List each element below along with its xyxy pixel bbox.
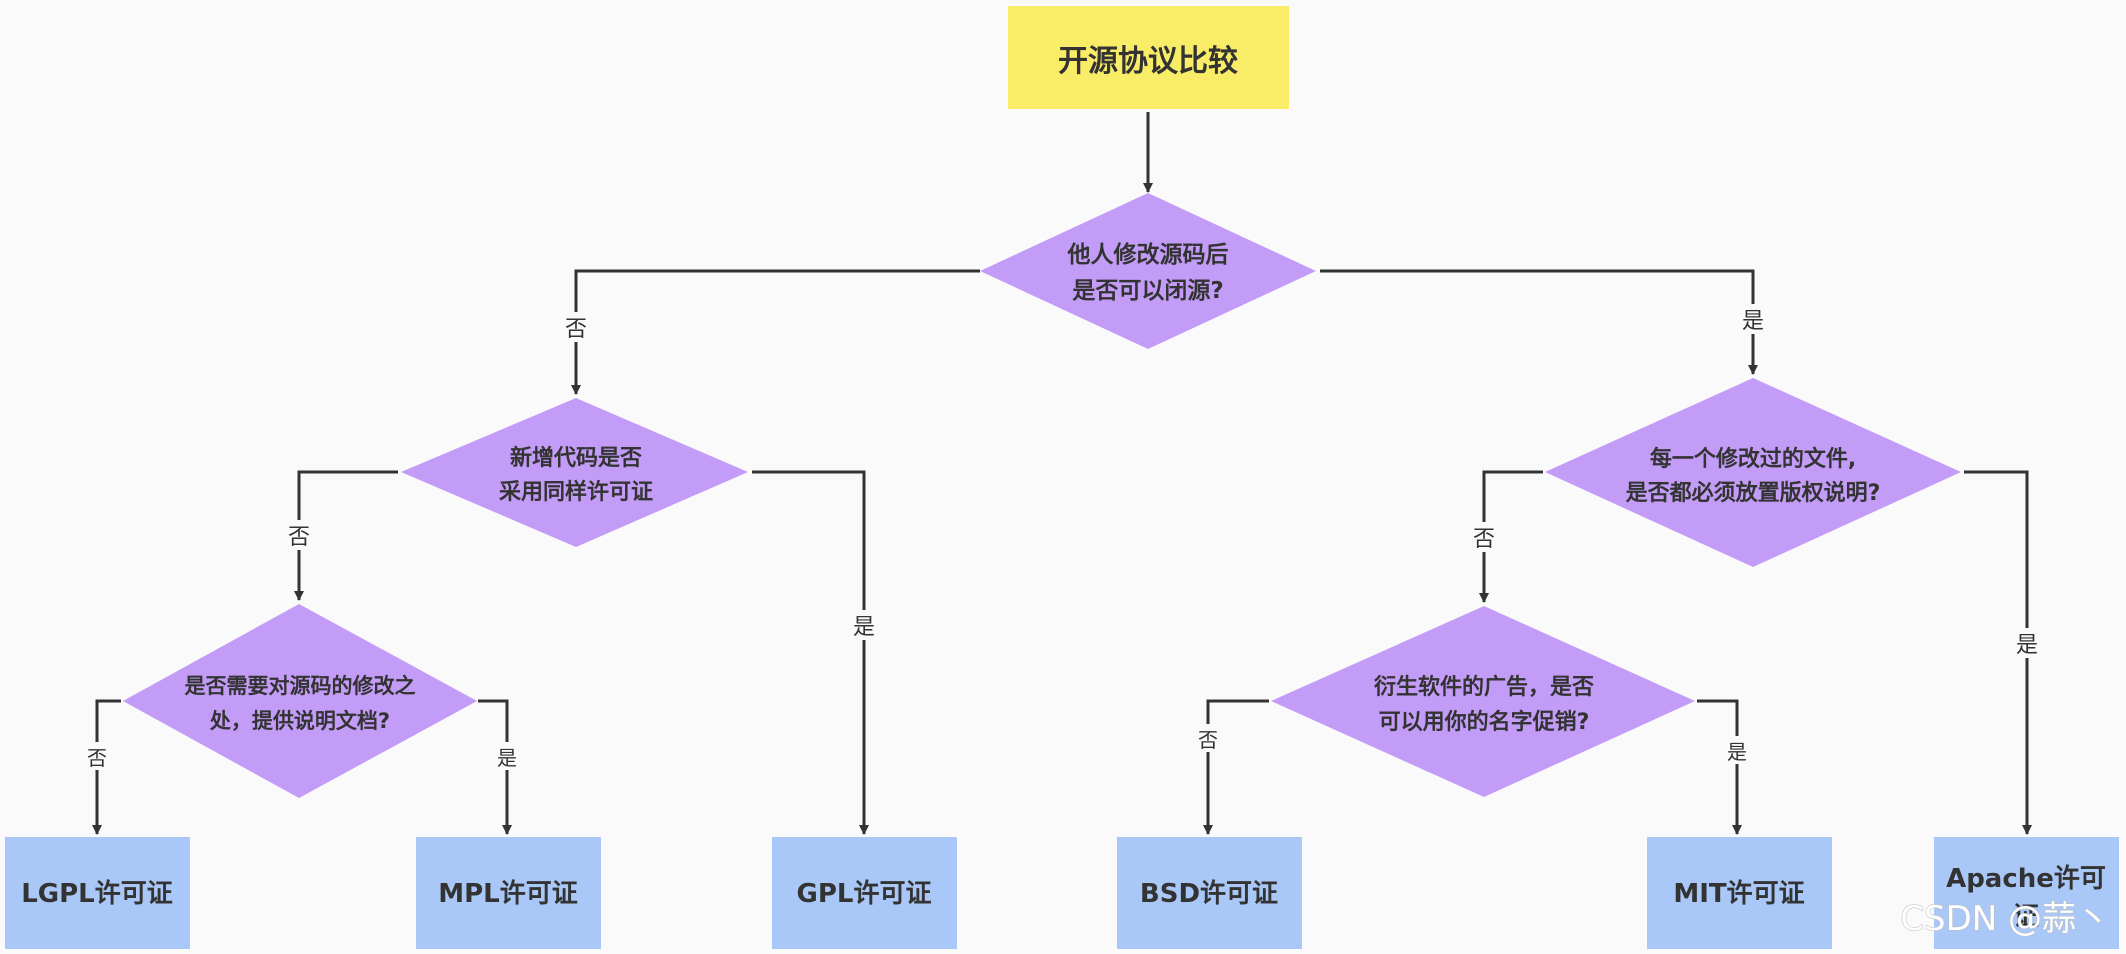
decision-text-line2: 采用同样许可证 [499,479,653,505]
edge-label-yes: 是 [853,615,875,640]
decision-text-line1: 衍生软件的广告，是否 [1374,674,1594,700]
license-text-line2: 证 [2013,902,2039,932]
edge-name-promo-no [1203,699,1269,835]
decision-text-line2: 处，提供说明文档? [209,709,390,733]
decision-text-line2: 可以用你的名字促销? [1379,709,1590,735]
decision-text-line2: 是否可以闭源? [1072,278,1223,304]
decision-text-line1: 他人修改源码后 [1067,241,1229,268]
edge-copyright-yes [1964,470,2032,835]
decision-text-line1: 是否需要对源码的修改之 [185,674,416,698]
decision-doc-changes: 是否需要对源码的修改之 处，提供说明文档? [123,604,477,798]
edge-label-yes: 是 [1742,309,1764,334]
edge-name-promo-yes [1697,699,1742,835]
edge-same-license-yes [752,470,869,835]
license-text: LGPL许可证 [21,879,173,909]
decision-copyright: 每一个修改过的文件, 是否都必须放置版权说明? [1545,378,1961,567]
edge-label-no: 否 [1198,728,1218,752]
edge-labels: 否 是 否 是 否 是 否 是 否 是 [83,304,2043,770]
edge-label-yes: 是 [1727,740,1747,764]
edge-doc-changes-no [92,699,121,835]
edge-label-yes: 是 [2016,633,2038,658]
license-text: MIT许可证 [1673,879,1804,909]
connectors [92,112,2032,835]
license-lgpl: LGPL许可证 [5,837,190,949]
license-text: GPL许可证 [797,879,932,909]
license-text-line1: Apache许可 [1946,864,2106,894]
edge-closed-source-yes [1320,269,1758,375]
edge-label-yes: 是 [497,746,517,770]
decision-name-promo: 衍生软件的广告，是否 可以用你的名字促销? [1271,606,1695,797]
watermark: CSDN @蒜丶 [1900,899,2110,939]
edge-same-license-no [294,470,398,601]
license-mpl: MPL许可证 [416,837,601,949]
decision-same-license: 新增代码是否 采用同样许可证 [401,398,748,547]
edge-doc-changes-yes [478,699,512,835]
license-gpl: GPL许可证 [772,837,957,949]
license-apache: Apache许可 证 [1934,837,2119,949]
decision-text-line1: 每一个修改过的文件, [1650,446,1856,472]
decision-text-line1: 新增代码是否 [510,445,642,471]
edge-closed-source-no [571,269,980,395]
edge-copyright-no [1479,470,1543,603]
title-node: 开源协议比较 [1008,6,1289,109]
license-mit: MIT许可证 [1647,837,1832,949]
edge-label-no: 否 [1473,527,1495,552]
edge-label-no: 否 [288,525,310,550]
edge-label-no: 否 [565,317,587,342]
title-text: 开源协议比较 [1058,44,1238,79]
decision-text-line2: 是否都必须放置版权说明? [1626,480,1881,506]
decision-closed-source: 他人修改源码后 是否可以闭源? [980,193,1316,349]
license-text: MPL许可证 [438,879,578,909]
license-text: BSD许可证 [1140,879,1278,909]
license-bsd: BSD许可证 [1117,837,1302,949]
edge-label-no: 否 [87,746,107,770]
